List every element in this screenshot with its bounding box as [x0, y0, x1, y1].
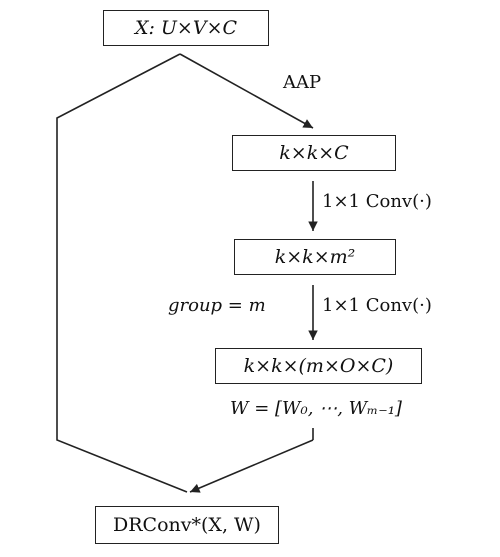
input-tensor-label: X: U×V×C	[134, 17, 238, 39]
expanded-tensor-node: k×k×m²	[234, 239, 396, 275]
aap-arrow	[179, 53, 314, 129]
output-node: DRConv*(X, W)	[95, 506, 279, 544]
weights-annotation: W = [W₀, ⋯, Wₘ₋₁]	[230, 398, 402, 419]
pooled-tensor-node: k×k×C	[232, 135, 396, 171]
conv2-label: 1×1 Conv(·)	[322, 295, 432, 316]
skip-connection-line	[56, 53, 188, 493]
group-label: group = m	[168, 295, 266, 316]
aap-label: AAP	[283, 72, 322, 93]
kernel-tensor-label: k×k×(m×O×C)	[243, 355, 394, 377]
weights-merge-arrow	[189, 439, 314, 493]
input-tensor-node: X: U×V×C	[103, 10, 269, 46]
conv1-label: 1×1 Conv(·)	[322, 191, 432, 212]
kernel-tensor-node: k×k×(m×O×C)	[215, 348, 422, 384]
output-label: DRConv*(X, W)	[113, 514, 261, 536]
expanded-tensor-label: k×k×m²	[274, 246, 356, 268]
pooled-tensor-label: k×k×C	[279, 142, 349, 164]
